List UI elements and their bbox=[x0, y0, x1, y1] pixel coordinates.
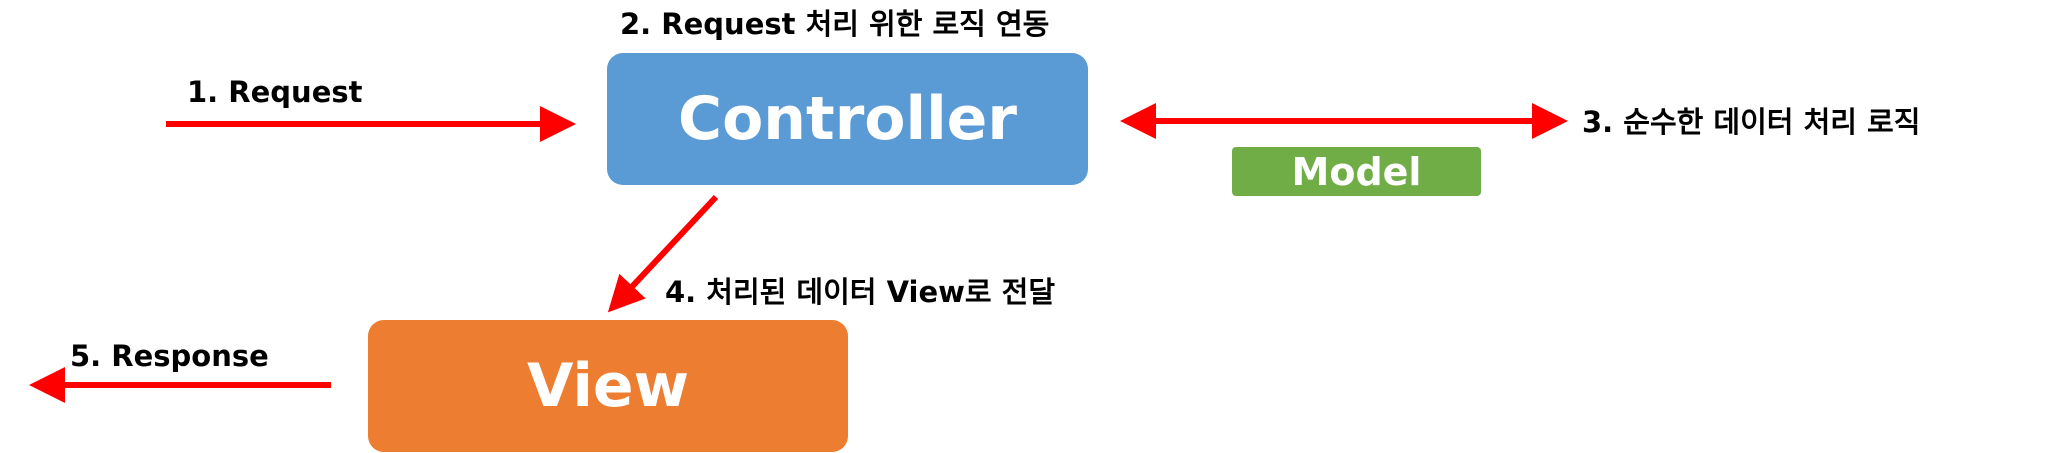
model-node: Model bbox=[1232, 147, 1481, 196]
step-2-label: 2. Request 처리 위한 로직 연동 bbox=[620, 7, 1050, 41]
step-3-label: 3. 순수한 데이터 처리 로직 bbox=[1582, 105, 1921, 139]
step-1-label: 1. Request bbox=[187, 75, 363, 109]
view-node: View bbox=[368, 320, 848, 452]
step-4-label: 4. 처리된 데이터 View로 전달 bbox=[665, 275, 1056, 309]
controller-node: Controller bbox=[607, 53, 1088, 185]
controller-to-view-arrow bbox=[607, 194, 719, 313]
step-5-label: 5. Response bbox=[70, 339, 269, 373]
